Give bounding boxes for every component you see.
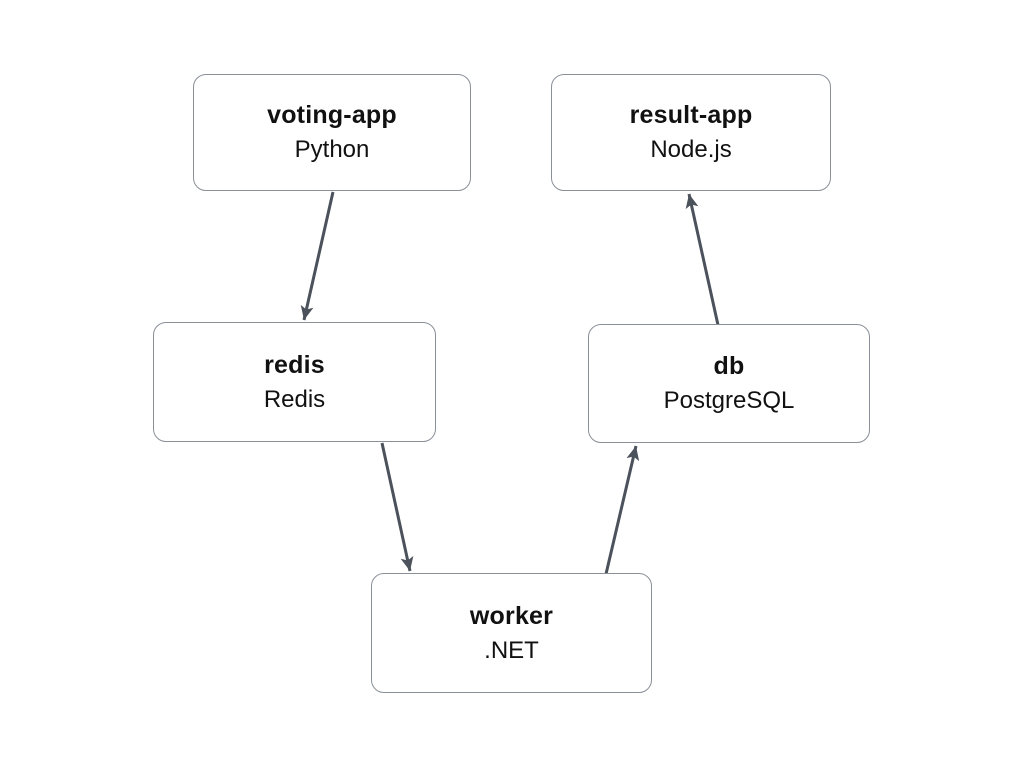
- edge-voting-app-to-redis: [300, 191, 335, 321]
- node-db: db PostgreSQL: [588, 324, 870, 443]
- edge-redis-to-worker: [380, 442, 414, 572]
- edge-worker-to-db: [604, 445, 640, 575]
- edge-db-to-result-app: [685, 193, 720, 326]
- node-worker: worker .NET: [371, 573, 652, 693]
- node-title: redis: [264, 350, 325, 379]
- node-subtitle: Python: [294, 136, 370, 163]
- node-result-app: result-app Node.js: [551, 74, 831, 191]
- node-title: result-app: [629, 101, 753, 129]
- node-subtitle: Redis: [263, 385, 326, 413]
- node-subtitle: Node.js: [650, 136, 732, 163]
- node-subtitle: .NET: [484, 636, 539, 664]
- node-title: voting-app: [267, 101, 397, 129]
- node-title: worker: [469, 601, 554, 630]
- node-redis: redis Redis: [153, 322, 436, 442]
- node-title: db: [713, 352, 745, 380]
- node-subtitle: PostgreSQL: [663, 387, 795, 414]
- node-voting-app: voting-app Python: [193, 74, 471, 191]
